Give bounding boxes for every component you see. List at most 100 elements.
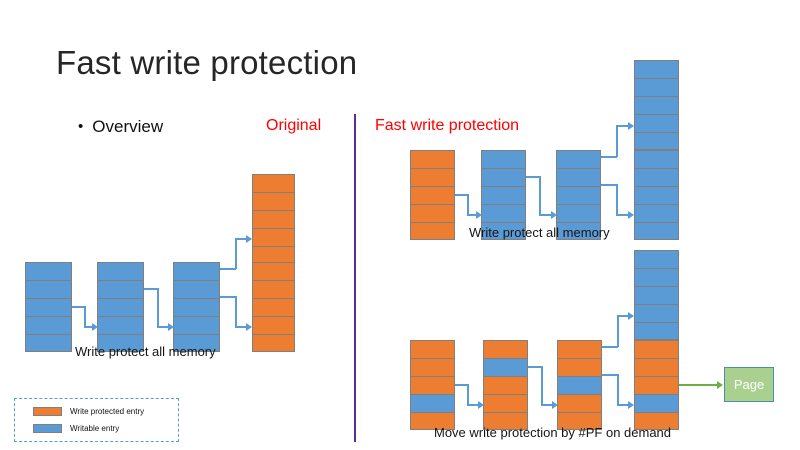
memory-entry-blue bbox=[634, 150, 679, 168]
connector-line bbox=[84, 306, 86, 327]
memory-entry-blue bbox=[481, 222, 526, 240]
bullet-overview: •Overview bbox=[78, 117, 163, 137]
stack-fast-bottom-level-0 bbox=[410, 340, 455, 430]
memory-entry-orange bbox=[410, 150, 455, 168]
memory-entry-orange bbox=[252, 334, 295, 352]
memory-entry-blue bbox=[481, 186, 526, 204]
memory-entry-blue bbox=[634, 114, 679, 132]
memory-entry-orange bbox=[634, 358, 679, 376]
memory-entry-orange bbox=[557, 394, 602, 412]
connector-arrow bbox=[628, 122, 634, 130]
connector-line bbox=[84, 326, 95, 328]
stack-fast-top-level-3-upper bbox=[634, 60, 679, 150]
memory-entry-blue bbox=[634, 168, 679, 186]
memory-entry-orange bbox=[252, 280, 295, 298]
caption-fast-bottom: Move write protection by #PF on demand bbox=[434, 425, 672, 440]
legend-label: Write protected entry bbox=[70, 407, 145, 416]
memory-entry-blue bbox=[97, 280, 144, 298]
memory-entry-blue bbox=[634, 60, 679, 78]
connector-arrow bbox=[246, 323, 252, 331]
connector-line bbox=[157, 326, 171, 328]
connector-arrow bbox=[92, 323, 98, 331]
stack-original-level-1 bbox=[97, 262, 144, 352]
connector-line bbox=[220, 268, 236, 270]
memory-entry-blue bbox=[634, 78, 679, 96]
memory-entry-blue bbox=[634, 96, 679, 114]
memory-entry-blue bbox=[25, 262, 72, 280]
memory-entry-orange bbox=[410, 412, 455, 430]
connector-line bbox=[541, 404, 555, 406]
stack-fast-top-level-0 bbox=[410, 150, 455, 240]
memory-entry-orange bbox=[252, 228, 295, 246]
connector-line bbox=[539, 214, 554, 216]
legend-swatch-orange bbox=[33, 407, 62, 416]
connector-line bbox=[220, 296, 236, 298]
page-connector-arrow bbox=[717, 381, 723, 389]
memory-entry-orange bbox=[483, 376, 528, 394]
memory-entry-orange bbox=[252, 192, 295, 210]
connector-arrow bbox=[628, 211, 634, 219]
stack-fast-top-level-1 bbox=[481, 150, 526, 240]
connector-arrow bbox=[476, 211, 482, 219]
section-divider bbox=[354, 114, 356, 442]
memory-entry-blue bbox=[173, 316, 220, 334]
stack-fast-bottom-level-3-upper bbox=[634, 250, 679, 340]
connector-line bbox=[467, 404, 481, 406]
connector-line bbox=[455, 194, 468, 196]
memory-entry-orange bbox=[252, 262, 295, 280]
memory-entry-orange bbox=[634, 340, 679, 358]
connector-line bbox=[602, 346, 618, 348]
memory-entry-orange bbox=[483, 340, 528, 358]
connector-line bbox=[467, 384, 469, 405]
memory-entry-blue bbox=[634, 394, 679, 412]
memory-entry-orange bbox=[410, 376, 455, 394]
connector-line bbox=[617, 404, 633, 406]
legend-item-writable: Writable entry bbox=[33, 424, 119, 433]
memory-entry-blue bbox=[173, 298, 220, 316]
memory-entry-blue bbox=[97, 262, 144, 280]
caption-fast-top: Write protect all memory bbox=[469, 225, 610, 240]
memory-entry-blue bbox=[634, 268, 679, 286]
connector-line bbox=[235, 326, 251, 328]
stack-original-level-0 bbox=[25, 262, 72, 352]
stack-original-level-3-upper bbox=[252, 174, 295, 264]
memory-entry-orange bbox=[252, 210, 295, 228]
memory-entry-orange bbox=[410, 204, 455, 222]
memory-entry-blue bbox=[634, 186, 679, 204]
memory-entry-blue bbox=[481, 204, 526, 222]
memory-entry-blue bbox=[557, 376, 602, 394]
connector-line bbox=[616, 184, 618, 215]
memory-entry-blue bbox=[634, 222, 679, 240]
connector-line bbox=[539, 176, 541, 215]
memory-entry-blue bbox=[410, 394, 455, 412]
stack-fast-bottom-level-2 bbox=[557, 340, 602, 430]
page-title: Fast write protection bbox=[56, 44, 358, 81]
memory-entry-orange bbox=[410, 222, 455, 240]
page-box-label: Page bbox=[733, 377, 765, 392]
caption-original: Write protect all memory bbox=[75, 344, 216, 359]
memory-entry-blue bbox=[556, 186, 601, 204]
memory-entry-blue bbox=[556, 204, 601, 222]
memory-entry-blue bbox=[481, 168, 526, 186]
connector-line bbox=[235, 238, 237, 269]
page-connector-line bbox=[679, 384, 720, 386]
memory-entry-blue bbox=[634, 204, 679, 222]
memory-entry-orange bbox=[410, 358, 455, 376]
connector-line bbox=[528, 366, 542, 368]
legend-item-write-protected: Write protected entry bbox=[33, 407, 144, 416]
memory-entry-blue bbox=[481, 150, 526, 168]
memory-entry-blue bbox=[25, 316, 72, 334]
memory-entry-blue bbox=[556, 222, 601, 240]
stack-fast-top-level-2 bbox=[556, 150, 601, 240]
connector-line bbox=[617, 374, 619, 405]
section-label-fast-write-protection: Fast write protection bbox=[375, 117, 520, 134]
memory-entry-blue bbox=[173, 262, 220, 280]
connector-line bbox=[616, 125, 633, 127]
connector-line bbox=[467, 214, 479, 216]
connector-arrow bbox=[551, 211, 557, 219]
connector-arrow bbox=[478, 401, 484, 409]
connector-arrow bbox=[168, 323, 174, 331]
connector-line bbox=[235, 238, 251, 240]
connector-line bbox=[526, 176, 540, 178]
bullet-marker: • bbox=[78, 118, 84, 135]
